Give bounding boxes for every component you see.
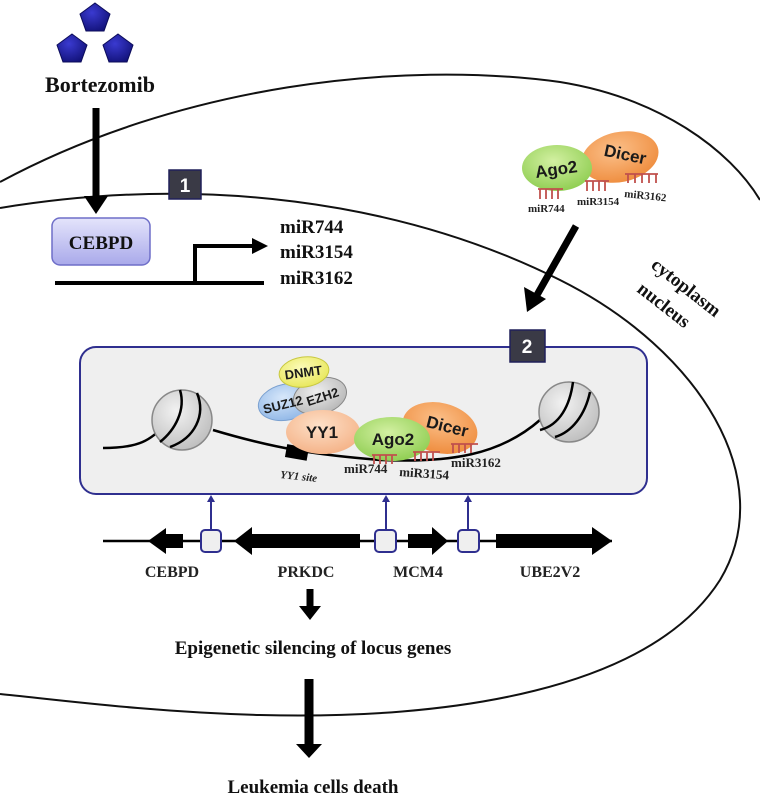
mirna-label: miR3154 — [399, 464, 450, 482]
binding-site-2 — [374, 495, 397, 553]
pentagon-icon — [102, 33, 134, 63]
mirna-label: miR3162 — [624, 188, 668, 204]
mirna-comb — [625, 173, 658, 183]
drug-label: Bortezomib — [45, 72, 155, 97]
gene-arrow-cebpd — [148, 528, 183, 554]
binding-site-3 — [457, 495, 480, 553]
mirna-comb — [538, 188, 563, 199]
gene-label-mcm4: MCM4 — [393, 564, 443, 581]
arrow-import-to-nucleus — [524, 224, 580, 312]
gene-arrow-ube2v2 — [496, 527, 612, 555]
promoter-arrow — [55, 238, 268, 285]
mirna-label-3154: miR3154 — [280, 242, 353, 263]
svg-text:YY1: YY1 — [306, 423, 338, 442]
svg-text:Ago2: Ago2 — [372, 430, 415, 449]
silencing-outcome: Epigenetic silencing of locus genes — [175, 638, 452, 659]
gene-arrow-prkdc — [234, 527, 360, 555]
yy1-protein — [286, 410, 360, 454]
mirna-comb — [372, 454, 397, 464]
ago2-protein — [354, 417, 430, 461]
nucleosome-left — [151, 389, 213, 451]
nuclear-silencing-complex: DNMT SUZ12 EZH2 YY1 Ago2 Dicer miR744 mi… — [257, 356, 501, 483]
mirna-comb — [413, 451, 440, 461]
arrow-to-death — [296, 679, 322, 758]
yy1-site-label: YY1 site — [280, 469, 318, 485]
mirna-label: miR744 — [344, 461, 388, 476]
mirna-label: miR3154 — [577, 196, 620, 208]
dicer-protein — [581, 131, 659, 183]
mirna-label-744: miR744 — [280, 217, 344, 238]
cytoplasm-rnai-complex: Ago2 Dicer miR744 miR3154 miR3162 — [522, 131, 668, 215]
gene-label-cebpd: CEBPD — [145, 564, 199, 581]
mirna-label: miR3162 — [451, 455, 501, 470]
dnmt-protein — [278, 356, 330, 388]
pentagon-cluster-icon — [56, 2, 134, 63]
step-2-badge: 2 — [509, 329, 546, 363]
pentagon-icon — [79, 2, 111, 32]
svg-text:1: 1 — [180, 176, 191, 197]
mirna-label: miR744 — [528, 203, 565, 215]
gene-label-ube2v2: UBE2V2 — [520, 564, 580, 581]
nuclear-envelope — [0, 192, 742, 717]
binding-site-1 — [200, 495, 222, 553]
svg-text:2: 2 — [522, 337, 533, 358]
cebpd-transcription-factor: CEBPD — [51, 217, 151, 266]
arrow-drug-to-cebpd — [84, 108, 108, 214]
step-1-badge: 1 — [168, 169, 202, 200]
gene-label-prkdc: PRKDC — [278, 564, 335, 581]
mirna-comb — [585, 180, 609, 191]
gene-arrow-mcm4 — [408, 527, 448, 555]
mirna-comb — [451, 443, 478, 453]
ago2-protein — [522, 145, 592, 191]
svg-text:DNMT: DNMT — [284, 362, 323, 382]
cell-membrane — [0, 73, 760, 201]
mirna-label-3162: miR3162 — [280, 268, 353, 289]
chromatin-panel — [79, 346, 648, 495]
arrow-to-silencing — [299, 589, 321, 620]
pentagon-icon — [56, 33, 88, 63]
svg-text:CEBPD: CEBPD — [69, 233, 133, 254]
nucleosome-right — [538, 381, 600, 443]
death-outcome: Leukemia cells death — [228, 777, 399, 798]
gene-locus — [103, 495, 612, 555]
